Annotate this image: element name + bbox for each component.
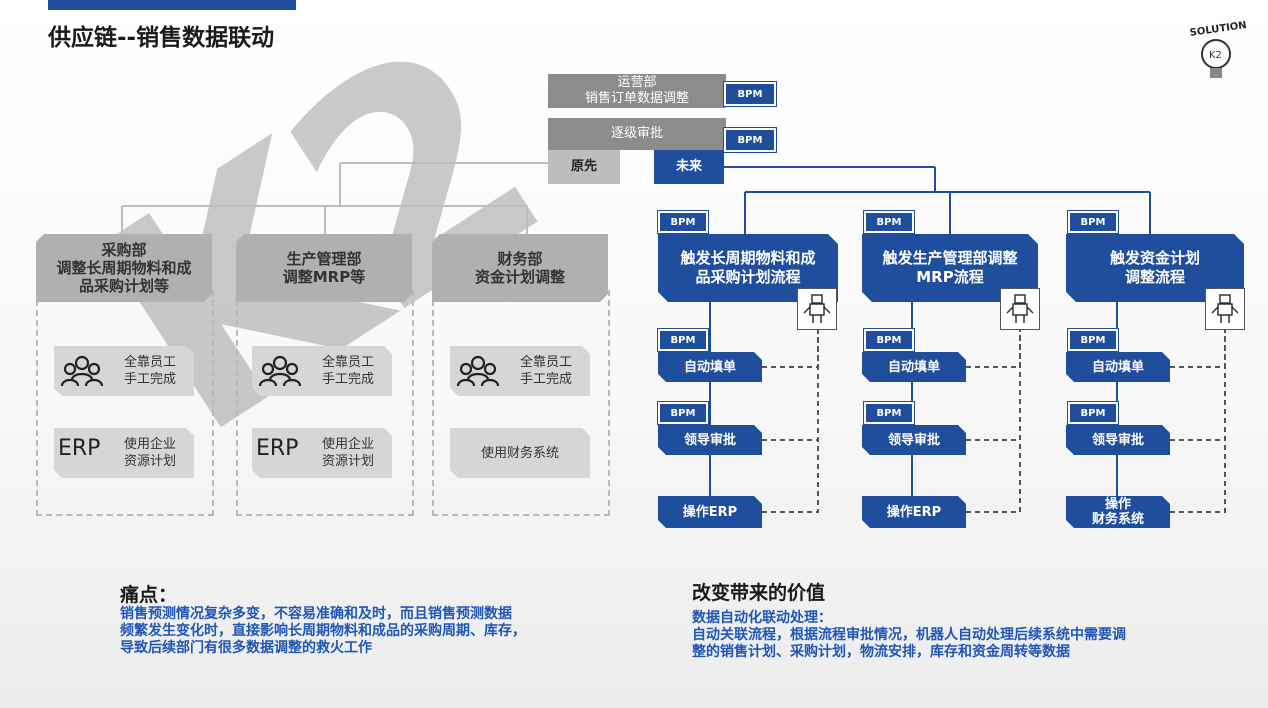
system-card-finance: 使用财务系统 — [450, 428, 590, 478]
manual-line-2: 手工完成 — [124, 372, 177, 387]
people-icon — [60, 354, 104, 390]
manual-card-production: 全靠员工 手工完成 — [252, 346, 392, 396]
erp-label: ERP — [58, 436, 101, 461]
logo-sub: K2 — [1209, 50, 1222, 61]
bpm-badge: BPM — [863, 328, 915, 352]
pain-line-3: 导致后续部门有很多数据调整的救火工作 — [120, 640, 372, 656]
bpm-badge: BPM — [657, 210, 709, 234]
step-operate-3: 操作 财务系统 — [1066, 496, 1170, 528]
pain-title: 痛点： — [120, 584, 178, 606]
step-operate-label-2: 财务系统 — [1091, 512, 1144, 527]
before-label: 原先 — [548, 150, 620, 184]
step-operate-label: 操作ERP — [886, 504, 942, 520]
pain-text: 销售预测情况复杂多变，不容易准确和及时，而且销售预测数据 频繁发生变化时，直接影… — [120, 606, 620, 657]
flow-title-line-1: 触发长周期物料和成 — [680, 249, 816, 267]
system-line-2: 资源计划 — [322, 454, 375, 469]
future-label: 未来 — [654, 150, 724, 184]
bpm-badge: BPM — [657, 328, 709, 352]
dept-production-name: 生产管理部 — [286, 250, 362, 268]
approval-label: 逐级审批 — [610, 126, 663, 141]
system-line-1: 使用企业 — [322, 437, 375, 452]
step-operate-label-1: 操作 — [1104, 497, 1131, 512]
dept-finance: 财务部 资金计划调整 — [432, 234, 608, 302]
manual-text-finance: 全靠员工 手工完成 — [520, 354, 572, 388]
system-line-1: 使用企业 — [124, 437, 177, 452]
bpm-badge: BPM — [657, 401, 709, 425]
ops-dept-name: 运营部 — [617, 75, 657, 90]
bpm-badge-ops: BPM — [723, 81, 777, 107]
page-title: 供应链--销售数据联动 — [48, 25, 275, 51]
bpm-badge: BPM — [863, 401, 915, 425]
bpm-badge: BPM — [1067, 401, 1119, 425]
dept-purchase-task-1: 调整长周期物料和成 — [56, 259, 192, 277]
step-leader-approve-3: 领导审批 — [1066, 425, 1170, 455]
step-auto-fill-3: 自动填单 — [1066, 352, 1170, 382]
manual-line-1: 全靠员工 — [124, 355, 177, 370]
system-line-2: 资源计划 — [124, 454, 177, 469]
dept-finance-task: 资金计划调整 — [474, 268, 565, 286]
step-leader-approve-2: 领导审批 — [862, 425, 966, 455]
system-line-1: 使用财务系统 — [480, 445, 559, 461]
dept-purchase: 采购部 调整长周期物料和成 品采购计划等 — [36, 234, 212, 302]
value-line-1: 数据自动化联动处理： — [692, 610, 832, 626]
step-operate-2: 操作ERP — [862, 496, 966, 528]
people-icon — [258, 354, 302, 390]
robot-icon — [1000, 288, 1040, 330]
system-card-purchase: ERP 使用企业 资源计划 — [54, 428, 194, 478]
manual-text-production: 全靠员工 手工完成 — [322, 354, 374, 388]
dept-panel-purchase — [36, 290, 214, 516]
manual-line-1: 全靠员工 — [322, 355, 375, 370]
pain-line-2: 频繁发生变化时，直接影响长周期物料和成品的采购周期、库存， — [120, 623, 526, 639]
value-text: 数据自动化联动处理： 自动关联流程，根据流程审批情况，机器人自动处理后续系统中需… — [692, 610, 1232, 661]
dept-finance-name: 财务部 — [497, 250, 543, 268]
bpm-badge-approval: BPM — [723, 127, 777, 153]
value-line-3: 整的销售计划、采购计划，物流安排，库存和资金周转等数据 — [692, 644, 1070, 660]
erp-label: ERP — [256, 436, 299, 461]
people-icon — [456, 354, 500, 390]
dept-production: 生产管理部 调整MRP等 — [236, 234, 412, 302]
bpm-badge: BPM — [1067, 210, 1119, 234]
system-text-production: 使用企业 资源计划 — [322, 436, 374, 470]
flow-title-line-1: 触发生产管理部调整 — [882, 249, 1018, 267]
dept-production-task: 调整MRP等 — [282, 268, 366, 286]
flow-title-line-2: 调整流程 — [1124, 268, 1185, 286]
dept-purchase-task-2: 品采购计划等 — [78, 277, 169, 295]
manual-line-2: 手工完成 — [322, 372, 375, 387]
step-operate-1: 操作ERP — [658, 496, 762, 528]
manual-card-purchase: 全靠员工 手工完成 — [54, 346, 194, 396]
robot-icon — [1205, 288, 1245, 330]
bpm-badge: BPM — [863, 210, 915, 234]
flow-title-line-1: 触发资金计划 — [1109, 249, 1200, 267]
bpm-badge: BPM — [1067, 328, 1119, 352]
system-card-production: ERP 使用企业 资源计划 — [252, 428, 392, 478]
ops-dept-box: 运营部 销售订单数据调整 — [548, 74, 726, 108]
pain-line-1: 销售预测情况复杂多变，不容易准确和及时，而且销售预测数据 — [120, 606, 512, 622]
step-auto-fill-2: 自动填单 — [862, 352, 966, 382]
manual-text-purchase: 全靠员工 手工完成 — [124, 354, 176, 388]
value-title: 改变带来的价值 — [692, 582, 826, 604]
flow-title-line-2: MRP流程 — [916, 268, 984, 286]
step-operate-label: 操作ERP — [682, 504, 738, 520]
system-text-purchase: 使用企业 资源计划 — [124, 436, 176, 470]
dept-purchase-name: 采购部 — [101, 241, 147, 259]
flow-title-line-2: 品采购计划流程 — [695, 268, 801, 286]
approval-box: 逐级审批 — [548, 118, 726, 150]
value-line-2: 自动关联流程，根据流程审批情况，机器人自动处理后续系统中需要调 — [692, 627, 1126, 643]
top-accent-bar — [48, 0, 296, 10]
step-auto-fill-1: 自动填单 — [658, 352, 762, 382]
manual-line-2: 手工完成 — [520, 372, 573, 387]
robot-icon — [797, 288, 837, 330]
manual-line-1: 全靠员工 — [520, 355, 573, 370]
dept-panel-production — [236, 290, 414, 516]
dept-panel-finance — [432, 290, 610, 516]
flow-head-production: 触发生产管理部调整 MRP流程 — [862, 234, 1038, 302]
step-leader-approve-1: 领导审批 — [658, 425, 762, 455]
manual-card-finance: 全靠员工 手工完成 — [450, 346, 590, 396]
ops-dept-task: 销售订单数据调整 — [584, 91, 689, 106]
solution-k2-logo: SOLUTION K2 — [1189, 20, 1247, 78]
